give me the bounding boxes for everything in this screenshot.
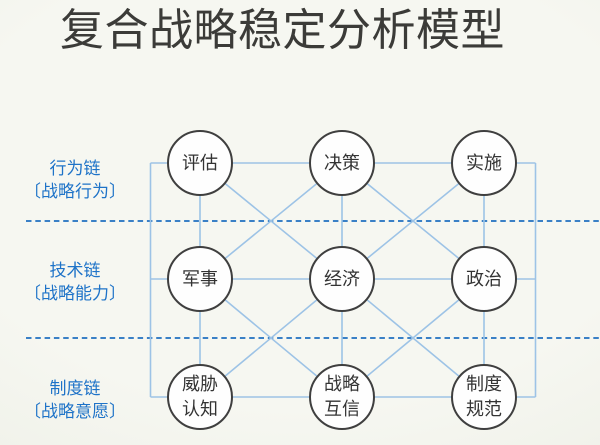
node-politics: 政治 — [451, 246, 517, 312]
node-evaluation: 评估 — [167, 130, 233, 196]
node-military: 军事 — [167, 246, 233, 312]
chain-name: 制度链 — [49, 379, 101, 398]
node-economy: 经济 — [309, 246, 375, 312]
chain-label-behavior: 行为链 〔战略行为〕 — [0, 157, 150, 203]
chain-label-technology: 技术链 〔战略能力〕 — [0, 259, 150, 305]
node-implementation: 实施 — [451, 130, 517, 196]
chain-subname: 〔战略行为〕 — [24, 182, 126, 201]
chain-subname: 〔战略能力〕 — [24, 284, 126, 303]
chain-subname: 〔战略意愿〕 — [24, 402, 126, 421]
node-institutional-norms: 制度 规范 — [451, 364, 517, 430]
node-strategic-trust: 战略 互信 — [309, 364, 375, 430]
chain-label-institution: 制度链 〔战略意愿〕 — [0, 377, 150, 423]
chain-name: 行为链 — [49, 159, 101, 178]
page-title: 复合战略稳定分析模型 — [60, 6, 505, 55]
node-decision: 决策 — [309, 130, 375, 196]
chain-name: 技术链 — [49, 261, 101, 280]
node-threat-perception: 威胁 认知 — [167, 364, 233, 430]
